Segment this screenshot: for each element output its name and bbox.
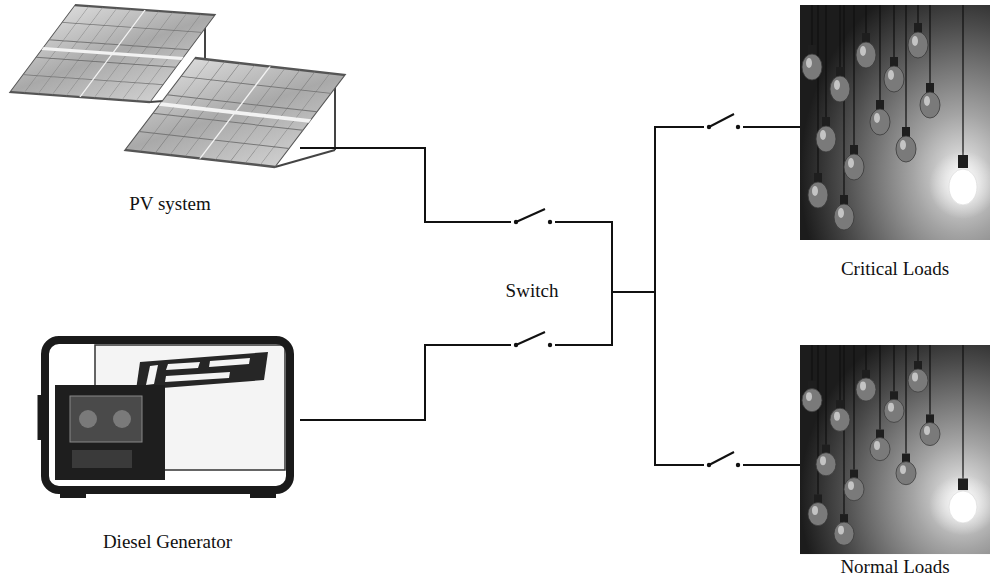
- equipment-label: Normal Loads: [840, 556, 949, 578]
- power-wire: [300, 127, 800, 292]
- equipment-label: Diesel Generator: [103, 531, 232, 553]
- equipment-label: Critical Loads: [841, 258, 949, 280]
- equipment-node: Diesel Generator: [35, 315, 300, 553]
- power-wire: [300, 292, 800, 465]
- normal-loads-illustration: [800, 345, 995, 554]
- switch-label: Switch: [482, 280, 582, 302]
- critical-loads-illustration: [800, 5, 995, 240]
- pv-array-illustration: [10, 5, 345, 167]
- power-wire: [300, 127, 800, 420]
- equipment-node: Critical Loads: [800, 0, 990, 280]
- power-wire: [300, 148, 800, 465]
- switch-symbol: [704, 111, 743, 132]
- diesel-generator-illustration: [40, 340, 290, 498]
- switch-symbol: [511, 329, 555, 350]
- equipment-label: PV system: [129, 193, 210, 215]
- switch-symbol: [511, 206, 555, 227]
- equipment-node: Normal Loads: [800, 340, 990, 578]
- switch-symbol: [704, 449, 743, 470]
- equipment-node: PV system: [40, 0, 300, 215]
